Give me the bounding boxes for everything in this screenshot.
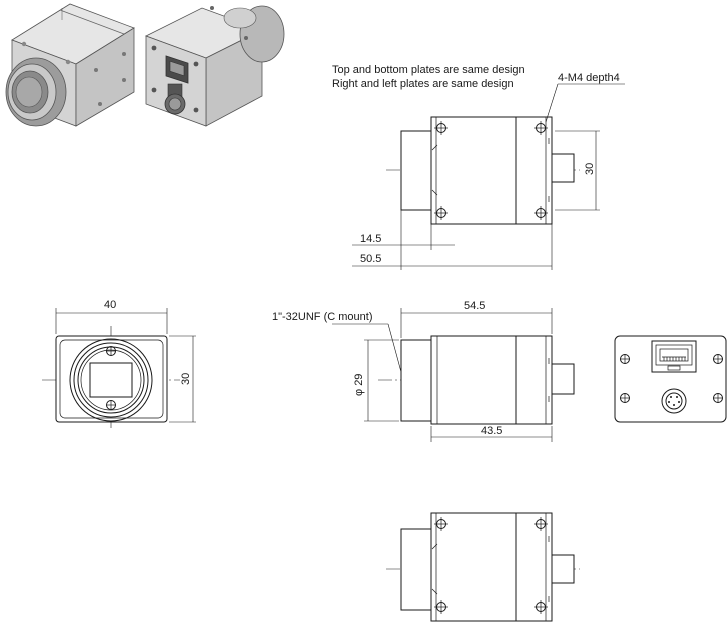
dim-lens-offset: 14.5 <box>360 233 381 245</box>
note-plates-top-bottom: Top and bottom plates are same design <box>332 64 525 76</box>
dim-overall-length: 50.5 <box>360 253 381 265</box>
top-view-dimensions <box>352 130 600 270</box>
top-view <box>386 83 625 225</box>
side-view <box>332 323 576 425</box>
note-plates-right-left: Right and left plates are same design <box>332 78 514 90</box>
dim-front-height: 30 <box>180 373 192 385</box>
front-view-dimensions <box>55 308 196 423</box>
isometric-view-connector-side <box>144 5 285 127</box>
callout-mount-holes: 4-M4 depth4 <box>558 72 620 84</box>
bottom-view <box>386 512 580 622</box>
isometric-view-lens-side <box>5 3 135 127</box>
dim-body-length: 43.5 <box>481 425 502 437</box>
rear-view <box>614 335 727 423</box>
dim-height-side: 30 <box>584 163 596 175</box>
ethernet-port-pins <box>662 356 686 371</box>
dim-length-with-lens: 54.5 <box>464 300 485 312</box>
callout-lens-mount: 1"-32UNF (C mount) <box>272 311 372 323</box>
dim-front-width: 40 <box>104 299 116 311</box>
dim-lens-diameter: φ 29 <box>353 374 365 396</box>
side-view-dimensions <box>364 308 553 442</box>
front-view <box>42 326 180 430</box>
